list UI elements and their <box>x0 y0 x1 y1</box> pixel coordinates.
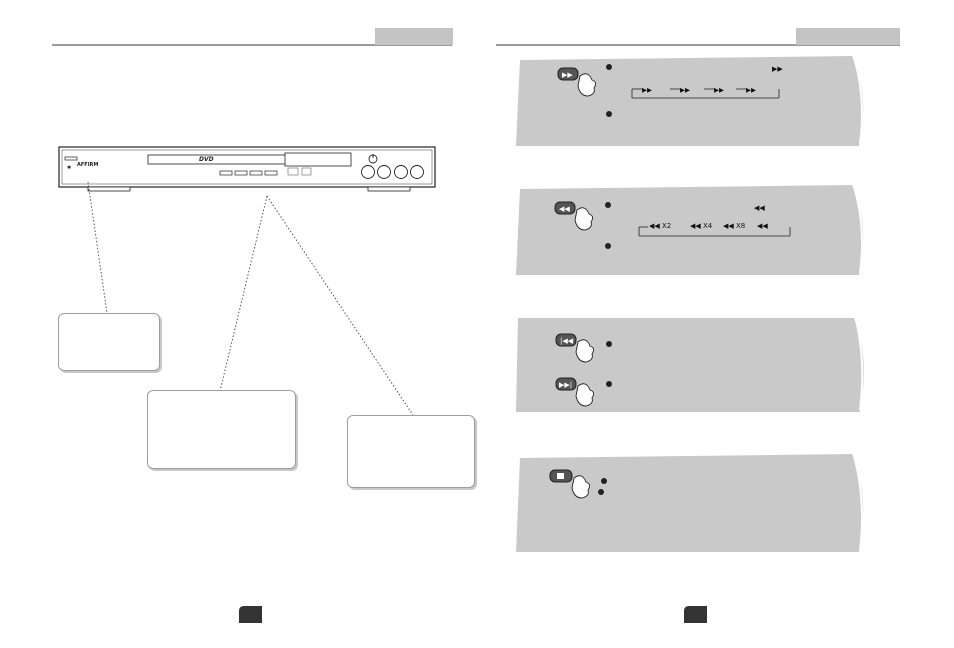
control-buttons-callout <box>147 390 296 469</box>
reverse-speed-normal: ◀◀ <box>757 222 768 230</box>
svg-text:|◀◀: |◀◀ <box>560 337 574 345</box>
right-page-marker <box>684 606 707 623</box>
left-header-line <box>52 44 452 46</box>
fast-reverse-panel: ◀◀ ◀◀ <box>516 185 864 275</box>
reverse-speed-x4: ◀◀ X4 <box>690 222 713 230</box>
svg-text:▶▶: ▶▶ <box>746 86 756 94</box>
player-disc-label: DVD <box>199 156 214 163</box>
right-header-tab <box>796 28 900 45</box>
reverse-speed-x8: ◀◀ X8 <box>723 222 746 230</box>
player-brand: AFFIRM <box>77 162 99 168</box>
svg-text:◀◀: ◀◀ <box>559 205 570 213</box>
fast-forward-panel: ▶▶ ▶▶ ▶▶ ▶▶ ▶▶ ▶▶ <box>516 56 864 146</box>
reverse-speed-x2: ◀◀ X2 <box>649 222 672 230</box>
svg-text:▶▶: ▶▶ <box>642 86 652 94</box>
power-callout <box>58 313 160 371</box>
left-header-tab <box>375 28 453 45</box>
svg-text:▶▶: ▶▶ <box>772 65 783 73</box>
callout-leader-lines <box>87 181 414 416</box>
left-page-marker <box>239 606 262 623</box>
svg-text:▶▶: ▶▶ <box>680 86 690 94</box>
right-header-line <box>496 44 900 46</box>
svg-text:▶▶|: ▶▶| <box>559 381 572 389</box>
svg-text:▶▶: ▶▶ <box>562 71 573 79</box>
svg-text:✱: ✱ <box>67 165 72 171</box>
stop-panel <box>516 454 864 552</box>
display-callout <box>347 415 475 488</box>
skip-panel: |◀◀ ▶▶| <box>516 318 864 412</box>
dvd-player-front-panel-icon: ✱ <box>58 146 436 192</box>
svg-text:◀◀: ◀◀ <box>754 204 765 212</box>
svg-text:▶▶: ▶▶ <box>714 86 724 94</box>
